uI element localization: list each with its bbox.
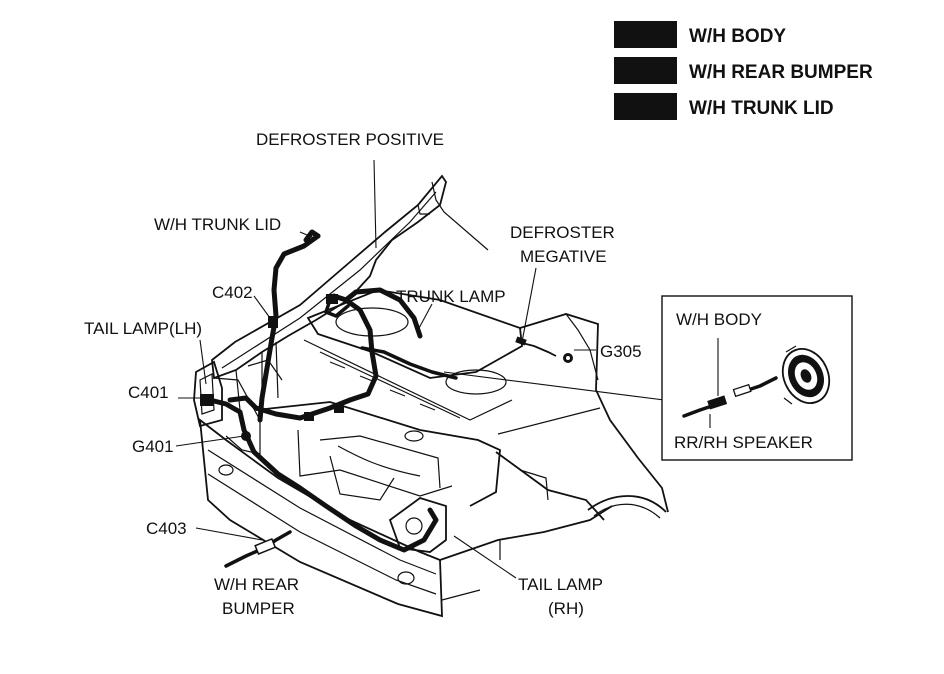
speaker-icon [781,345,831,405]
label-g401: G401 [132,437,174,456]
label-tail-lamp-rh-line1: TAIL LAMP [518,575,603,594]
harness-body-rear [207,397,439,553]
legend-swatch-rear-bumper [614,57,677,84]
leader-lines [175,159,681,579]
label-trunk-lamp: TRUNK LAMP [396,287,506,306]
inset-title: W/H BODY [676,310,762,329]
defroster-negative-lead [517,341,557,357]
label-c402: C402 [212,283,253,302]
speaker-inset: W/H BODY RR/RH SPEAKER [661,295,853,461]
connector-c402 [268,316,278,328]
label-tail-lamp-lh: TAIL LAMP(LH) [84,319,202,338]
rear-back-panel [198,418,443,618]
label-defroster-negative-line1: DEFROSTER [510,223,615,242]
wire-harnesses [200,229,573,568]
legend-label-body: W/H BODY [689,26,786,47]
legend-swatch-trunk-lid [614,93,677,120]
inset-caption: RR/RH SPEAKER [674,433,813,452]
connector-c401 [200,394,214,406]
label-defroster-positive: DEFROSTER POSITIVE [256,130,444,149]
label-wh-rear-bumper-line1: W/H REAR [214,575,299,594]
legend-label-rear-bumper: W/H REAR BUMPER [689,62,873,83]
connector-trunk-lamp [326,294,338,304]
trunk-lid [211,174,447,380]
legend: W/H BODY W/H REAR BUMPER W/H TRUNK LID [614,21,873,120]
callout-labels: DEFROSTER POSITIVE W/H TRUNK LID DEFROST… [84,130,642,618]
harness-body-trunk [227,293,379,421]
legend-label-trunk-lid: W/H TRUNK LID [689,98,834,119]
parcel-shelf [306,289,523,379]
legend-swatch-body [614,21,677,48]
label-wh-rear-bumper-line2: BUMPER [222,599,295,618]
body-harness-speaker-lead [682,404,714,418]
ground-g401 [241,431,251,441]
label-c401: C401 [128,383,169,402]
left-tail-lamp-housing [193,360,223,428]
label-defroster-negative-line2: MEGATIVE [520,247,607,266]
speaker-lead [746,376,778,392]
wheel-arch [587,495,667,513]
label-wh-trunk-lid: W/H TRUNK LID [154,215,281,234]
label-c403: C403 [146,519,187,538]
label-tail-lamp-rh-line2: (RH) [548,599,584,618]
connector-c403 [254,537,277,555]
car-body-drawing [193,174,669,618]
harness-trunk-lid [257,233,321,423]
label-g305: G305 [600,342,642,361]
quarter-panel [519,313,669,513]
